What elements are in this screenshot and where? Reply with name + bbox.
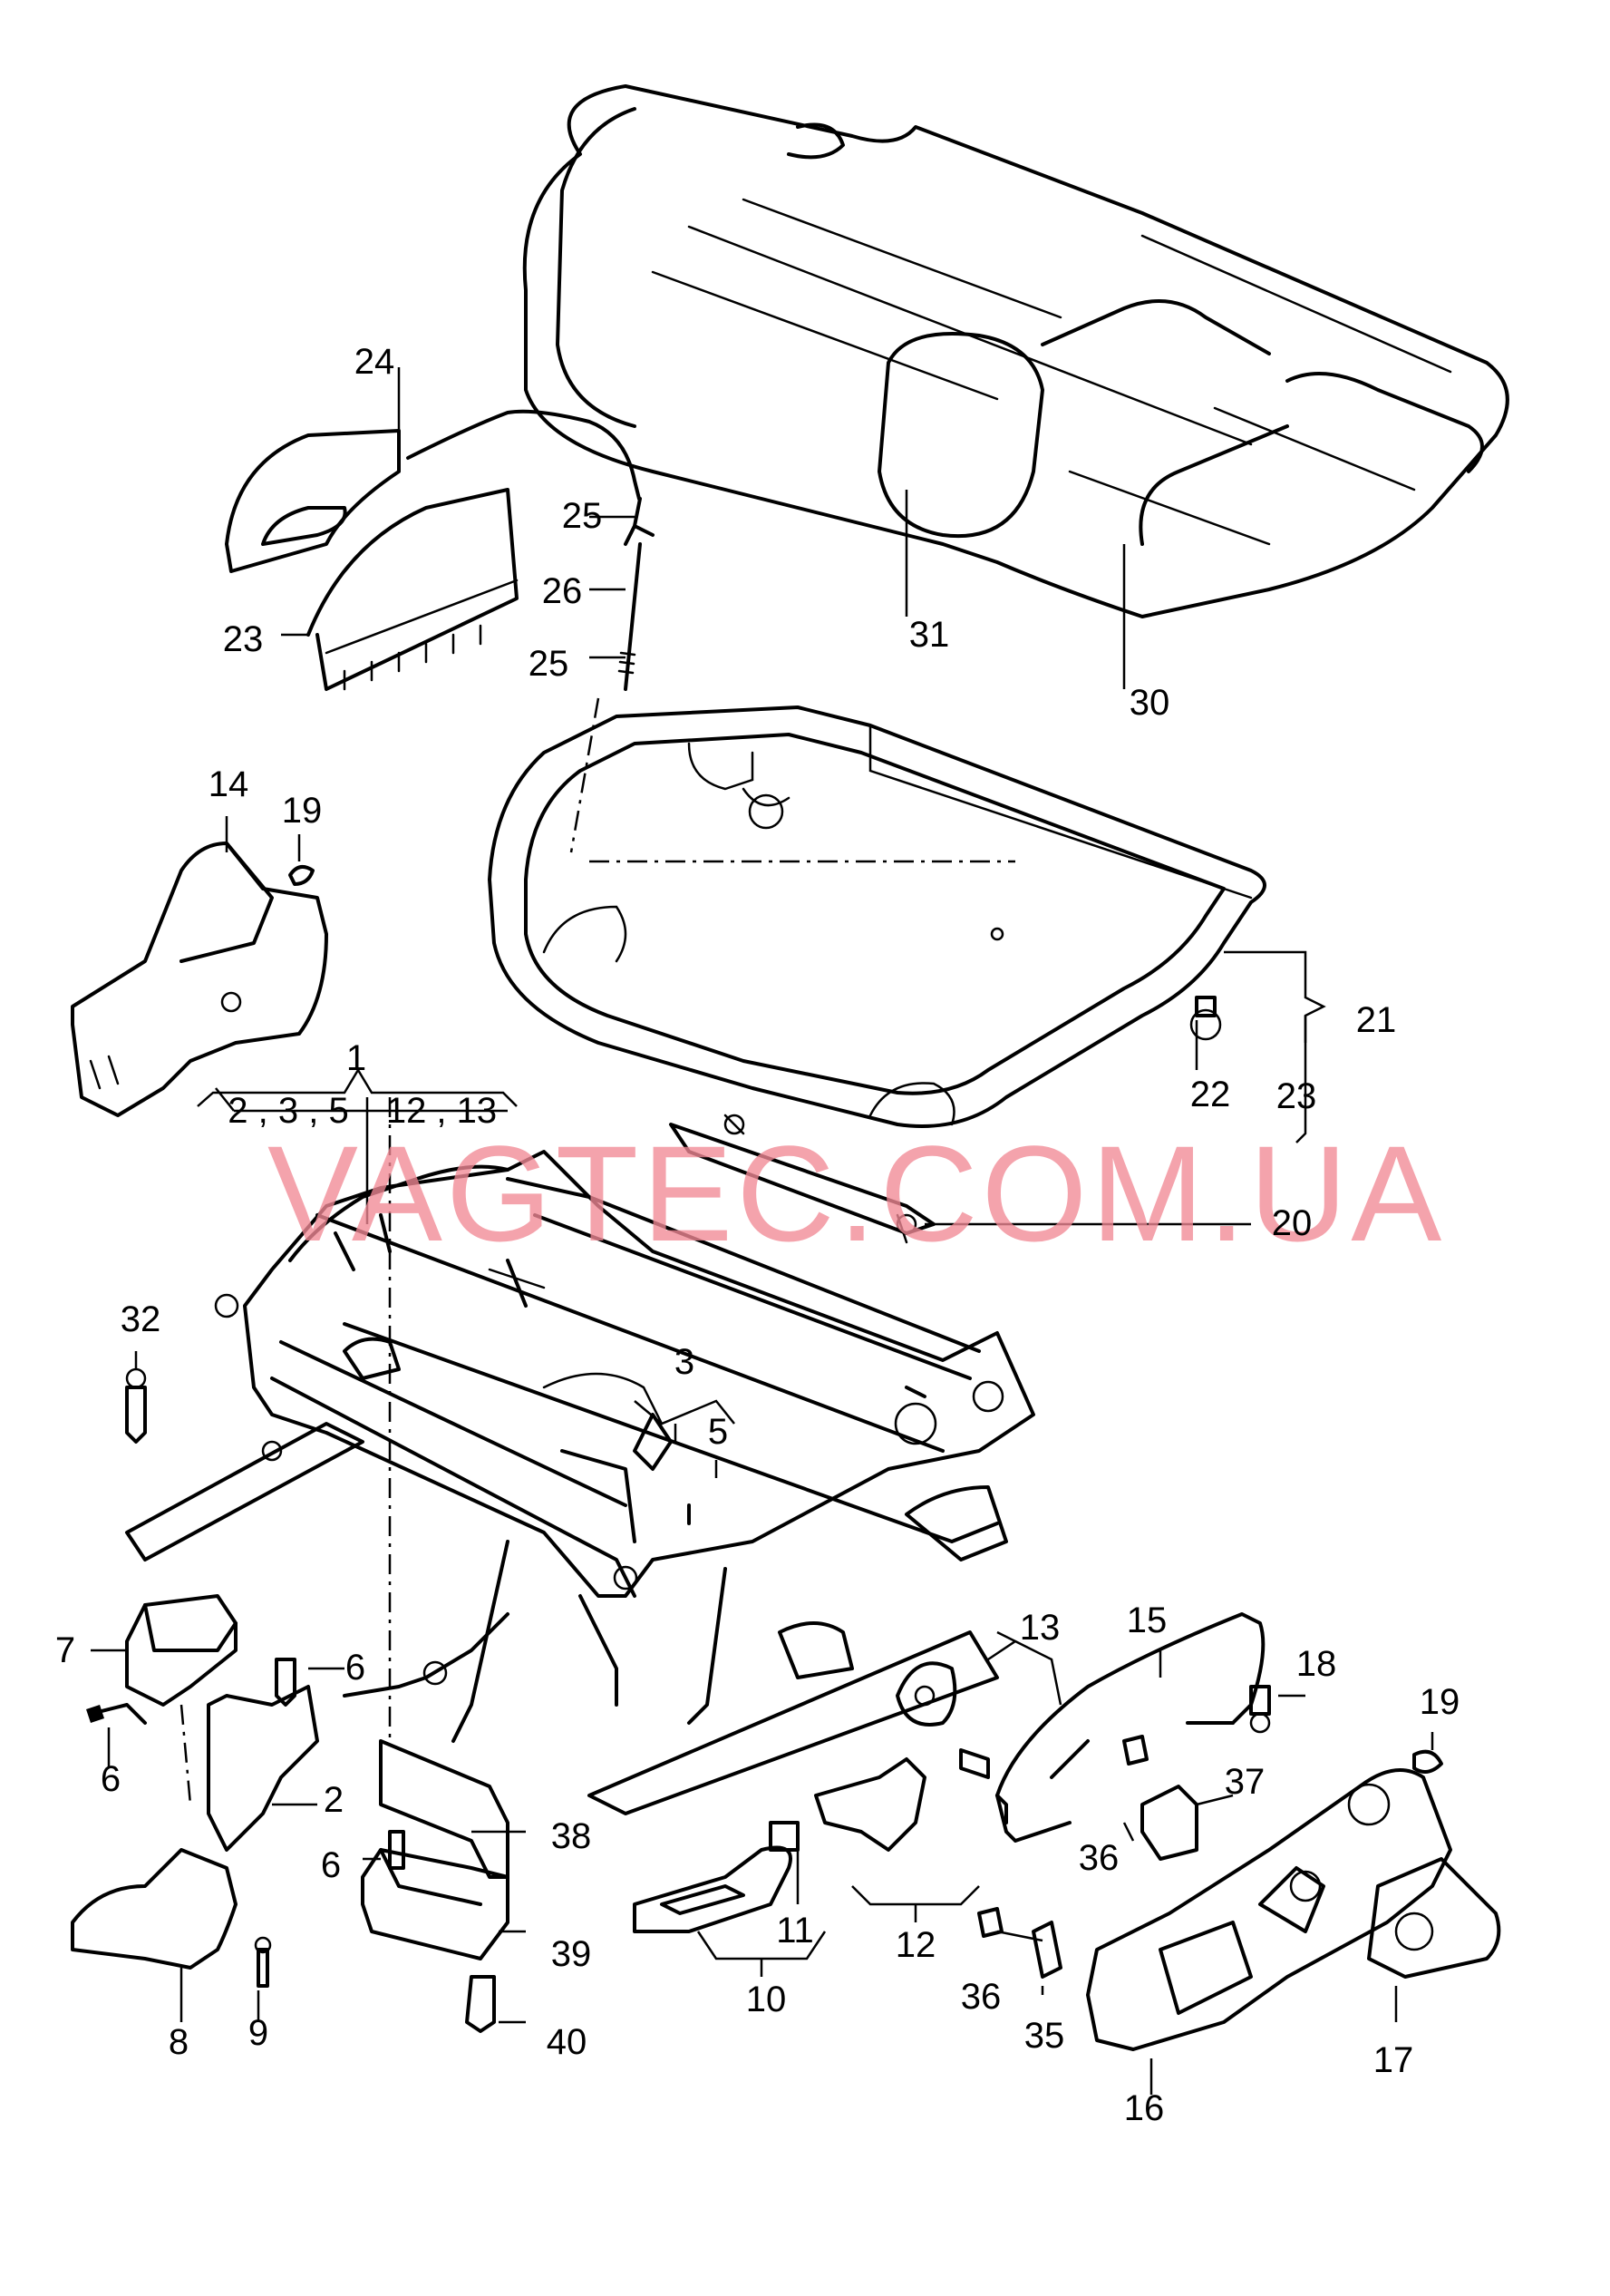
label-1: 1 xyxy=(346,1038,366,1078)
label-13: 13 xyxy=(1020,1608,1061,1648)
lower-left-parts-drawing xyxy=(71,1594,319,1988)
label-36-upper: 36 xyxy=(1079,1838,1120,1878)
label-12: 12 xyxy=(896,1925,936,1965)
label-32: 32 xyxy=(121,1299,161,1339)
label-39: 39 xyxy=(551,1934,592,1974)
label-8: 8 xyxy=(169,2022,189,2062)
label-15: 15 xyxy=(1127,1600,1168,1640)
brackets-12-13-drawing xyxy=(814,1661,1008,1852)
label-11: 11 xyxy=(776,1911,814,1951)
label-23-right: 23 xyxy=(1276,1076,1317,1116)
bolts-drawing xyxy=(125,996,1443,1938)
label-6-right: 6 xyxy=(345,1648,365,1688)
callout-labels: 1 2 , 3 , 5 12 , 13 2 3 5 6 6 6 7 8 9 10… xyxy=(55,342,1460,2128)
control-module-drawing xyxy=(343,1097,509,2033)
left-side-cover-drawing xyxy=(71,842,328,1117)
label-6-left: 6 xyxy=(101,1759,121,1799)
label-35: 35 xyxy=(1024,2016,1065,2056)
label-40: 40 xyxy=(547,2022,587,2062)
label-9: 9 xyxy=(248,2013,268,2053)
seat-cushion-drawing xyxy=(522,84,1509,618)
label-18: 18 xyxy=(1296,1644,1337,1684)
seat-pan-drawing xyxy=(488,697,1266,1128)
label-1-sub-b: 12 , 13 xyxy=(386,1091,497,1131)
label-38: 38 xyxy=(551,1816,592,1856)
label-17: 17 xyxy=(1373,2040,1414,2080)
label-5: 5 xyxy=(708,1412,728,1452)
label-22: 22 xyxy=(1190,1075,1231,1114)
label-14: 14 xyxy=(209,764,249,804)
watermark: VAGTEC.COM.UA xyxy=(267,1117,1445,1270)
label-25-upper: 25 xyxy=(562,496,603,536)
seat-frame-drawing xyxy=(125,1150,1035,1815)
label-37: 37 xyxy=(1225,1762,1266,1802)
side-trim-panel-drawing xyxy=(225,409,641,691)
bracket-20-drawing xyxy=(669,1114,936,1244)
leader-lines xyxy=(91,367,1434,2095)
cable-15-drawing xyxy=(995,1612,1271,1843)
lever-handle-drawing xyxy=(633,1821,800,1933)
label-2: 2 xyxy=(324,1780,344,1820)
label-19-right: 19 xyxy=(1420,1682,1460,1722)
label-25-lower: 25 xyxy=(529,644,569,684)
label-7: 7 xyxy=(55,1630,75,1670)
label-3: 3 xyxy=(674,1342,694,1382)
label-21: 21 xyxy=(1356,1000,1397,1040)
label-19-left: 19 xyxy=(282,791,323,831)
label-24: 24 xyxy=(354,342,395,382)
label-20: 20 xyxy=(1272,1203,1313,1243)
label-30: 30 xyxy=(1130,683,1170,723)
label-36-lower: 36 xyxy=(961,1977,1002,2017)
label-26: 26 xyxy=(542,571,583,611)
label-10: 10 xyxy=(746,1980,787,2019)
label-31: 31 xyxy=(909,615,950,655)
side-panel-16-17-drawing xyxy=(1032,1768,1501,2051)
label-23-left: 23 xyxy=(223,619,264,659)
label-16: 16 xyxy=(1124,2088,1165,2128)
label-6-lower: 6 xyxy=(321,1845,341,1885)
clip-and-rod-drawing xyxy=(617,497,655,691)
label-1-sub-a: 2 , 3 , 5 xyxy=(228,1091,348,1131)
